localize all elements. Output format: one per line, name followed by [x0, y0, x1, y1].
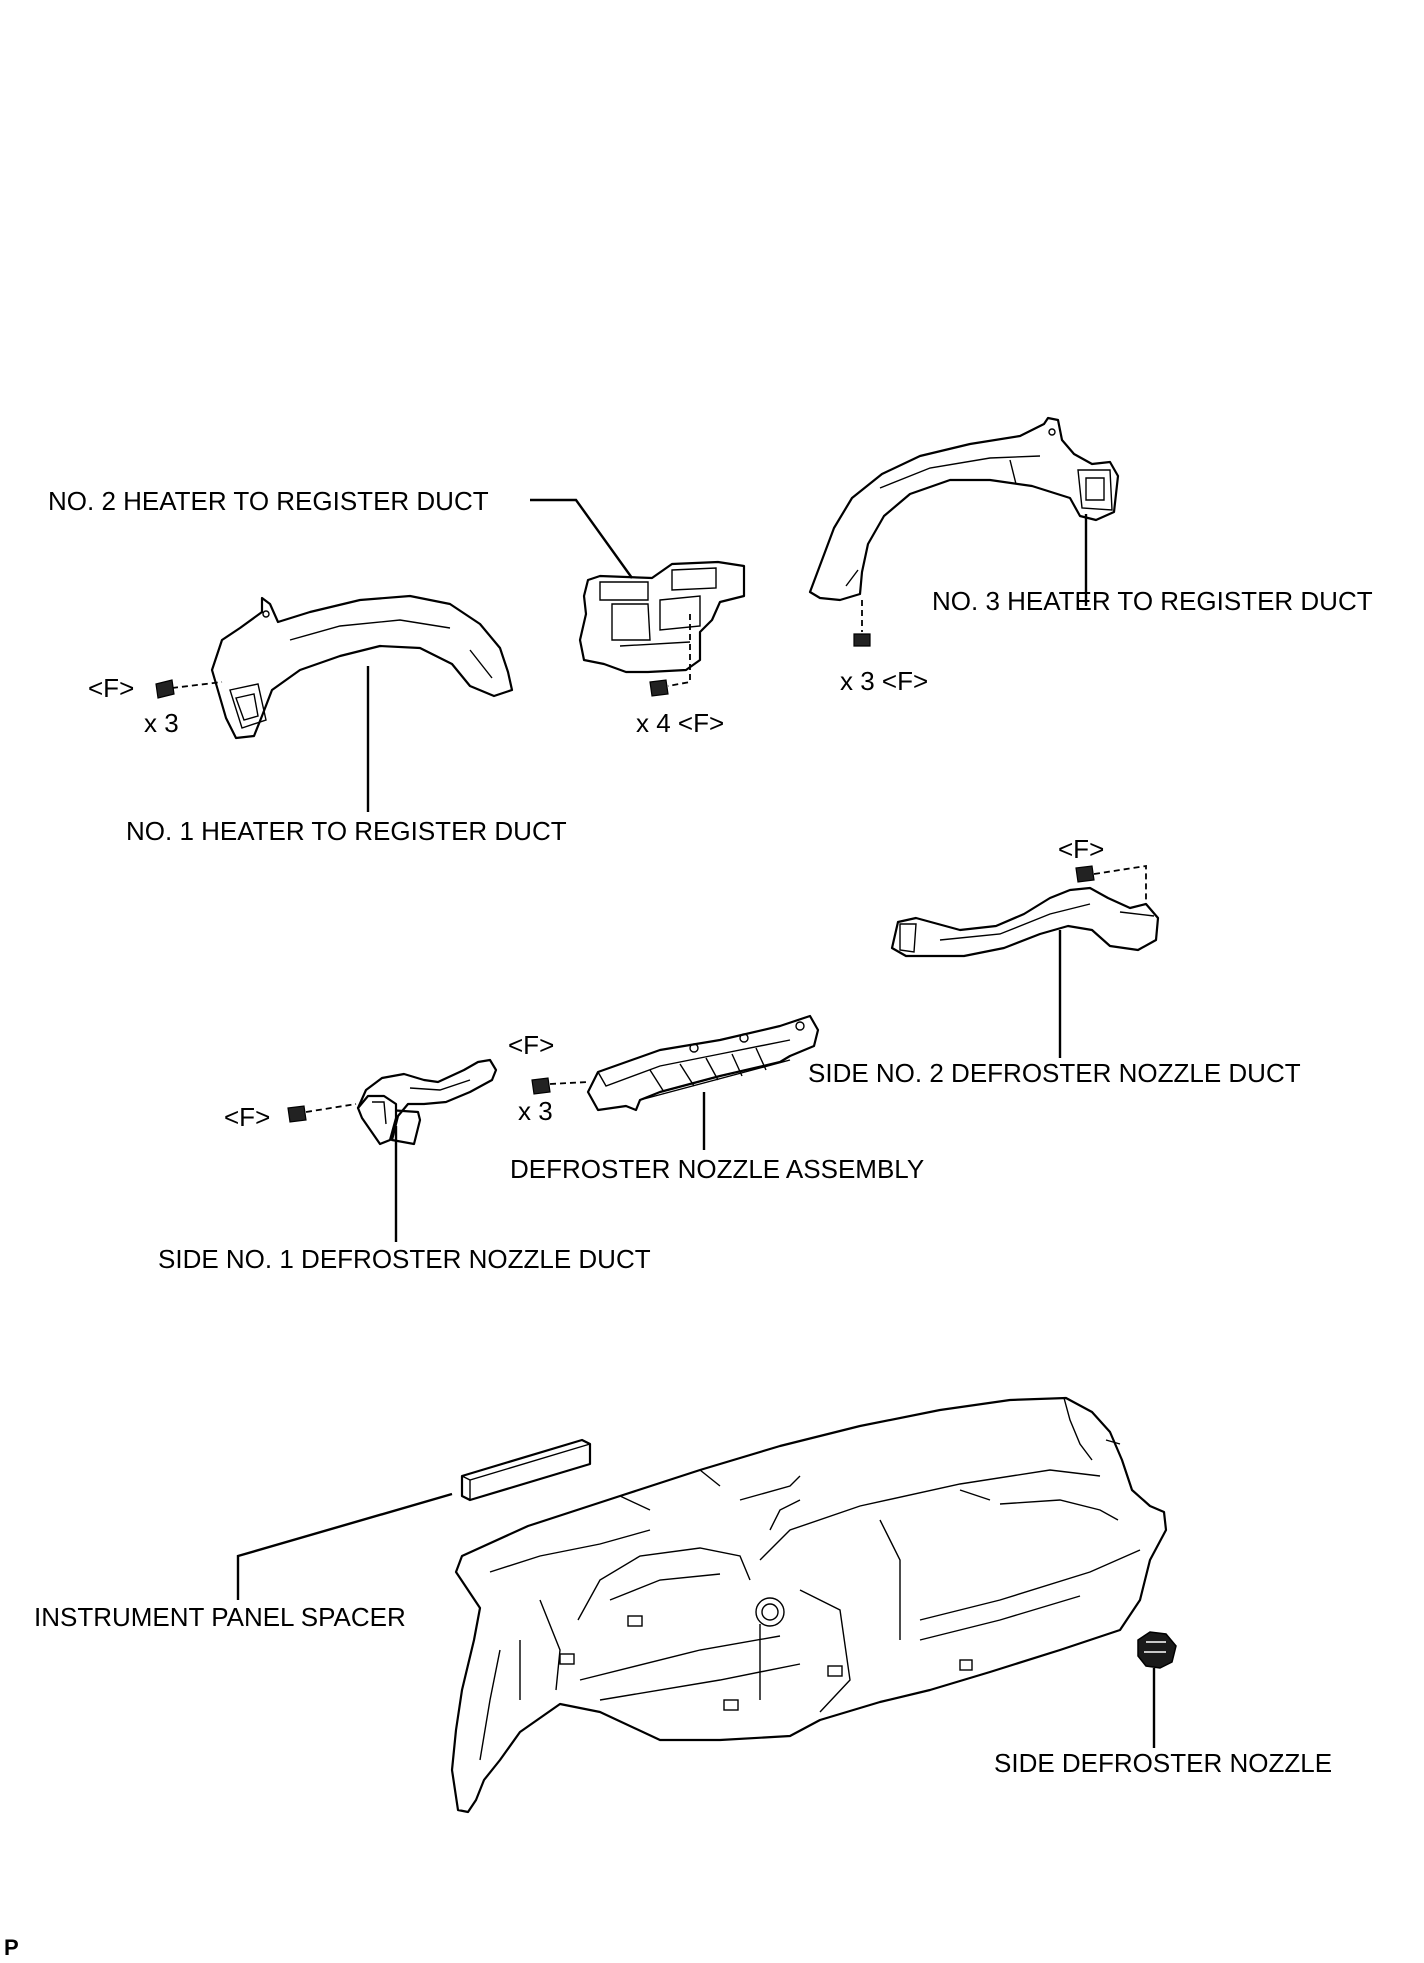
no1-heater-duct-part	[210, 594, 514, 740]
instrument-panel-frame	[450, 1396, 1168, 1814]
side-no1-duct-part	[356, 1058, 498, 1146]
clip-icon	[155, 679, 175, 699]
no3-fastener: x 3 <F>	[840, 600, 928, 696]
no1-f-tag: <F>	[88, 673, 134, 703]
no3-qty: x 3 <F>	[840, 666, 928, 696]
side-no2-fastener: <F>	[1058, 834, 1147, 900]
defroster-qty: x 3	[518, 1096, 553, 1126]
clip-icon	[649, 679, 669, 697]
side-no2-f-tag: <F>	[1058, 834, 1104, 864]
defroster-fastener: <F> x 3	[508, 1030, 589, 1126]
no1-fastener: <F> x 3	[88, 673, 223, 738]
no2-fastener: x 4 <F>	[636, 614, 724, 738]
page-code: P	[4, 1935, 19, 1960]
side-no1-fastener: <F>	[224, 1102, 357, 1132]
defroster-nozzle-label: DEFROSTER NOZZLE ASSEMBLY	[510, 1154, 924, 1184]
side-no2-duct-part	[890, 886, 1160, 958]
side-no1-duct-label: SIDE NO. 1 DEFROSTER NOZZLE DUCT	[158, 1244, 651, 1274]
no1-heater-duct-label: NO. 1 HEATER TO REGISTER DUCT	[126, 816, 567, 846]
side-defroster-nozzle-part	[1137, 1631, 1177, 1669]
no1-qty: x 3	[144, 708, 179, 738]
side-no2-duct-label: SIDE NO. 2 DEFROSTER NOZZLE DUCT	[808, 1058, 1301, 1088]
no3-heater-duct-label: NO. 3 HEATER TO REGISTER DUCT	[932, 586, 1373, 616]
side-no1-f-tag: <F>	[224, 1102, 270, 1132]
clip-icon	[1075, 865, 1095, 883]
clip-icon	[287, 1105, 307, 1123]
no2-leader	[530, 498, 633, 579]
instrument-panel-spacer-label: INSTRUMENT PANEL SPACER	[34, 1602, 406, 1632]
no2-heater-duct-label: NO. 2 HEATER TO REGISTER DUCT	[48, 486, 489, 516]
defroster-f-tag: <F>	[508, 1030, 554, 1060]
clip-icon	[853, 633, 871, 647]
side-defroster-nozzle-label: SIDE DEFROSTER NOZZLE	[994, 1748, 1332, 1778]
instrument-panel-spacer-part	[460, 1438, 592, 1502]
no3-heater-duct-part	[808, 416, 1120, 602]
spacer-leader	[236, 1492, 453, 1600]
clip-icon	[531, 1077, 551, 1095]
no2-heater-duct-part	[578, 560, 746, 674]
no2-qty: x 4 <F>	[636, 708, 724, 738]
defroster-nozzle-part	[586, 1014, 820, 1112]
